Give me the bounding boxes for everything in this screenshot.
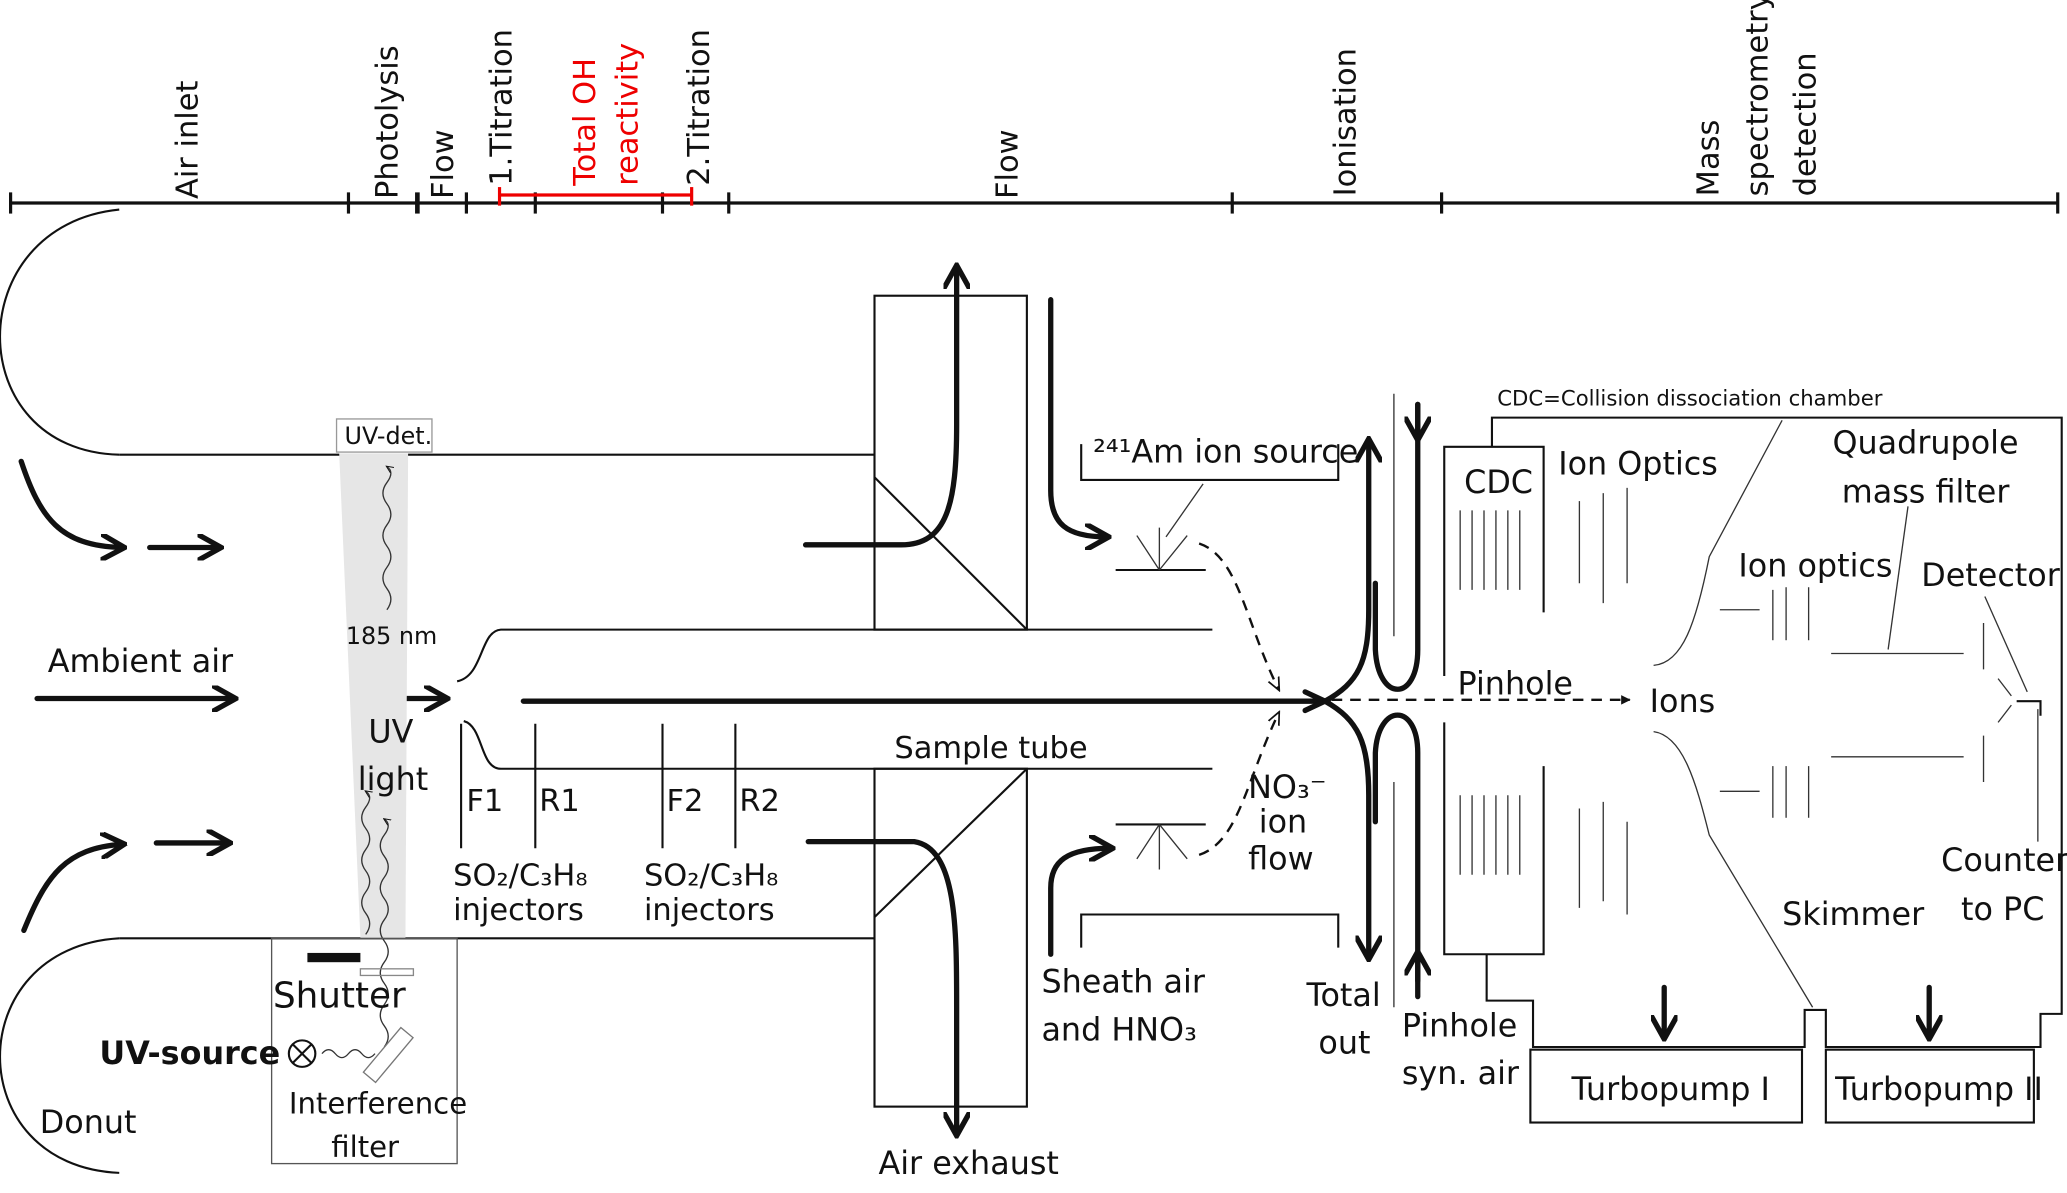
quadrupole-label-2: mass filter — [1842, 473, 2011, 510]
ion-optics-upper-label: Ion Optics — [1558, 446, 1718, 483]
cdc-definition: CDC=Collision dissociation chamber — [1497, 386, 1883, 411]
interference-filter-label-2: filter — [331, 1130, 399, 1164]
uv-light-label-2: light — [358, 761, 428, 798]
pinhole-label: Pinhole — [1457, 666, 1572, 703]
oh-reactivity-bracket — [497, 187, 694, 206]
no3-label: NO₃⁻ — [1248, 769, 1326, 806]
skimmer-label: Skimmer — [1782, 896, 1925, 933]
cdc-label: CDC — [1464, 464, 1533, 501]
injectors-2-label: injectors — [644, 893, 775, 928]
section-oh-reactivity-2: reactivity — [610, 43, 645, 186]
total-out-label-1: Total — [1305, 977, 1380, 1014]
am-source-label: ²⁴¹Am ion source — [1093, 434, 1358, 471]
turbopump-1-label: Turbopump I — [1570, 1071, 1769, 1108]
interference-filter — [362, 1026, 414, 1084]
sheath-air-label-1: Sheath air — [1041, 964, 1205, 1001]
no3-ion-label: ion — [1259, 803, 1307, 840]
turbopump-2 — [1824, 1048, 2035, 1124]
f2-label: F2 — [666, 784, 703, 819]
uv-source-label: UV-source — [99, 1035, 280, 1072]
uv-photolysis: UV-det. 185 nm UV light — [335, 418, 437, 1048]
uv-source-box: Shutter UV-source Interference filter — [99, 937, 467, 1165]
shutter-label: Shutter — [273, 975, 406, 1016]
ambient-air-label: Ambient air — [48, 643, 234, 680]
pinhole-air-label-1: Pinhole — [1402, 1007, 1517, 1044]
turbopump-2-label: Turbopump II — [1834, 1071, 2043, 1108]
185nm-label: 185 nm — [346, 622, 437, 650]
shutter — [307, 952, 361, 963]
section-oh-reactivity-1: Total OH — [568, 58, 603, 187]
ions-label: Ions — [1650, 683, 1716, 720]
uv-light-label-1: UV — [368, 713, 413, 750]
mass-spectrometer: CDC=Collision dissociation chamber CDC I… — [1443, 386, 2067, 1124]
total-out-label-2: out — [1318, 1025, 1370, 1062]
interference-filter-label-1: Interference — [289, 1086, 467, 1120]
sheath-air-label-2: and HNO₃ — [1041, 1011, 1196, 1048]
section-air-inlet: Air inlet — [170, 80, 205, 199]
donut-inlet: Ambient air Donut — [0, 208, 875, 1174]
ion-optics-label: Ion optics — [1738, 548, 1892, 585]
turbopump-1 — [1529, 1048, 1804, 1124]
section-ionisation: Ionisation — [1328, 48, 1363, 196]
sample-tube: F1 R1 F2 R2 SO₂/C₃H₈ injectors SO₂/C₃H₈ … — [453, 628, 1328, 928]
injectors-1-formula: SO₂/C₃H₈ — [453, 858, 587, 893]
injectors-2-formula: SO₂/C₃H₈ — [644, 858, 778, 893]
section-flow-1: Flow — [426, 129, 461, 199]
section-photolysis: Photolysis — [371, 45, 406, 199]
exhaust-section: Air exhaust — [802, 268, 1059, 1182]
uv-det-label: UV-det. — [344, 422, 432, 450]
f1-label: F1 — [466, 784, 503, 819]
no3-flow-label: flow — [1248, 840, 1314, 877]
sample-tube-label: Sample tube — [894, 731, 1087, 766]
section-titration-1: 1.Titration — [484, 29, 519, 186]
section-flow-2: Flow — [991, 129, 1026, 199]
section-titration-2: 2.Titration — [682, 29, 717, 186]
donut-label: Donut — [40, 1104, 137, 1141]
lamp-icon — [287, 1039, 317, 1068]
pinhole-air-label-2: syn. air — [1402, 1055, 1520, 1092]
counter-label-1: Counter — [1941, 842, 2067, 879]
ion-source: ²⁴¹Am ion source NO₃⁻ ion flow Sheath ai… — [1041, 297, 1520, 1092]
r1-label: R1 — [539, 784, 580, 819]
section-ms-1: Mass — [1692, 120, 1727, 197]
section-ms-2: spectrometry — [1741, 0, 1776, 196]
process-axis: Air inlet Photolysis Flow 1.Titration To… — [9, 0, 2060, 214]
quadrupole-label-1: Quadrupole — [1832, 424, 2018, 461]
r2-label: R2 — [739, 784, 780, 819]
section-ms-3: detection — [1788, 52, 1823, 196]
injectors-1-label: injectors — [453, 893, 584, 928]
ionisation-flows: Pinhole Ions — [1302, 393, 1716, 1008]
air-exhaust-label: Air exhaust — [878, 1145, 1058, 1182]
detector-label: Detector — [1921, 557, 2060, 594]
counter-label-2: to PC — [1961, 891, 2044, 928]
